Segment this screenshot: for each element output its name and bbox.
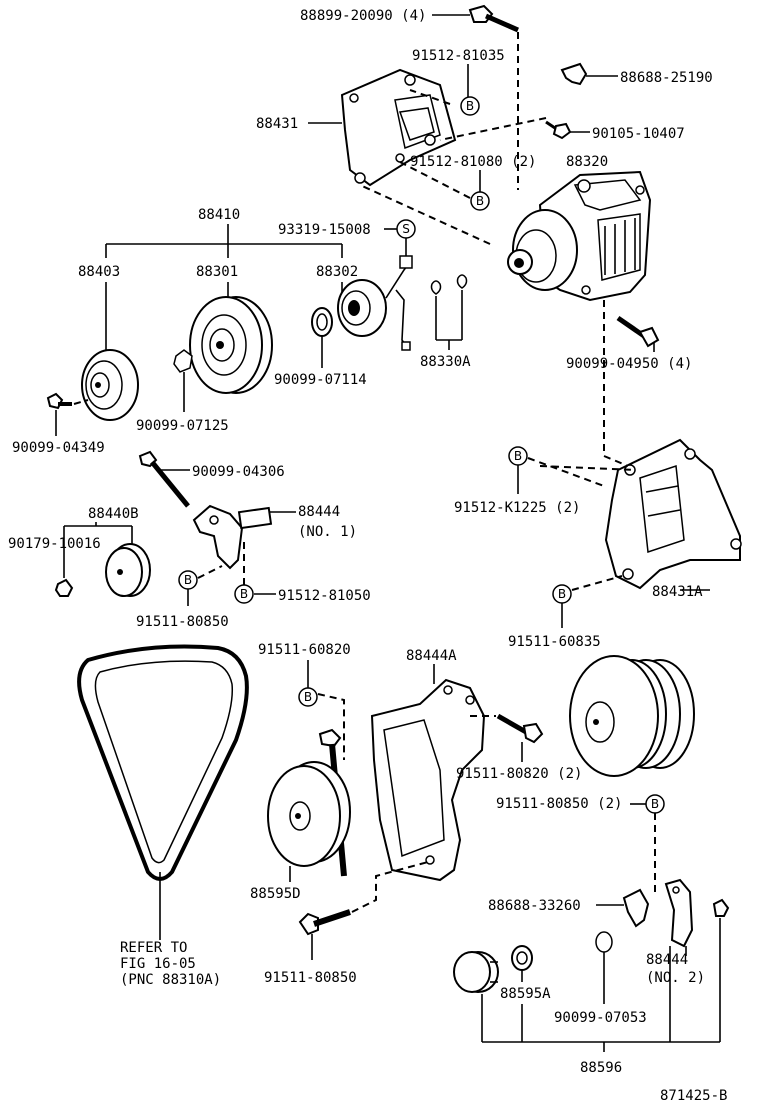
label-88320: 88320 — [566, 154, 608, 170]
bolt-90099-04349 — [46, 392, 72, 410]
label-91511-60835: 91511-60835 — [508, 634, 601, 650]
clip-88688-33260 — [622, 888, 650, 928]
pulley-88595D — [267, 761, 351, 867]
label-91512-K1225: 91512-K1225 (2) — [454, 500, 580, 516]
pulley-88301 — [189, 296, 273, 394]
tag-b-6: B — [552, 584, 572, 604]
bolt-90099-04950 — [616, 315, 660, 348]
bracket-88431A — [604, 438, 742, 590]
label-91511-80850-2: 91511-80850 (2) — [496, 796, 622, 812]
label-90179-10016: 90179-10016 — [8, 536, 101, 552]
label-90099-07053: 90099-07053 — [554, 1010, 647, 1026]
bolt-88899-20090 — [468, 4, 520, 33]
bracket-88431 — [340, 68, 457, 187]
snap-ring-90099-07125 — [173, 349, 193, 373]
label-88431: 88431 — [256, 116, 298, 132]
label-90105-10407: 90105-10407 — [592, 126, 685, 142]
field-coil-88302 — [337, 255, 413, 351]
label-91511-80850-a: 91511-80850 — [136, 614, 229, 630]
svg-text:B: B — [514, 449, 522, 463]
label-91511-80820: 91511-80820 (2) — [456, 766, 582, 782]
label-88596: 88596 — [580, 1060, 622, 1076]
label-88403: 88403 — [78, 264, 120, 280]
clip-88688-25190 — [560, 62, 588, 86]
idler-88440B — [105, 543, 151, 597]
svg-text:B: B — [240, 587, 248, 601]
arm-88444-no2 — [664, 878, 694, 948]
figure-number: 871425-B — [660, 1088, 727, 1104]
label-90099-07125: 90099-07125 — [136, 418, 229, 434]
refer-line-3: (PNC 88310A) — [120, 972, 221, 988]
hub-88403 — [81, 349, 139, 421]
idler-pulley-88596 — [453, 951, 499, 993]
label-90099-04950: 90099-04950 (4) — [566, 356, 692, 372]
label-88444-no1: (NO. 1) — [298, 524, 357, 540]
label-90099-04349: 90099-04349 — [12, 440, 105, 456]
tag-b-1: B — [460, 96, 480, 116]
bolt-90105-10407 — [545, 120, 572, 140]
svg-text:B: B — [476, 194, 484, 208]
label-91512-81050: 91512-81050 — [278, 588, 371, 604]
tag-b-4: B — [234, 584, 254, 604]
bolt-91511-80850-lower — [298, 909, 351, 936]
bearing-88595A — [511, 945, 533, 971]
label-88688-33260: 88688-33260 — [488, 898, 581, 914]
tag-b-7: B — [298, 687, 318, 707]
tag-s: S — [396, 219, 416, 239]
tag-b-8: B — [645, 794, 665, 814]
washers-88330A — [430, 274, 468, 295]
v-belt — [77, 644, 249, 881]
tag-b-2: B — [470, 191, 490, 211]
label-88444A: 88444A — [406, 648, 457, 664]
label-93319-15008: 93319-15008 — [278, 222, 371, 238]
nut-90179-10016 — [54, 578, 74, 597]
label-88440B: 88440B — [88, 506, 139, 522]
label-88301: 88301 — [196, 264, 238, 280]
bolt-91511-80820 — [496, 713, 544, 744]
refer-line-1: REFER TO — [120, 940, 187, 956]
label-88595A: 88595A — [500, 986, 551, 1002]
arm-88444-no1 — [192, 504, 273, 570]
label-91511-80850-b: 91511-80850 — [264, 970, 357, 986]
snap-ring-90099-07053 — [595, 931, 613, 953]
compressor-88320 — [507, 170, 652, 302]
snap-ring-90099-07114 — [311, 307, 333, 337]
label-91511-60820: 91511-60820 — [258, 642, 351, 658]
nut-88444-no2 — [712, 898, 730, 917]
tag-b-5: B — [508, 446, 528, 466]
svg-text:B: B — [466, 99, 474, 113]
refer-line-2: FIG 16-05 — [120, 956, 196, 972]
label-91512-81080: 91512-81080 (2) — [410, 154, 536, 170]
label-88410: 88410 — [198, 207, 240, 223]
label-88431A: 88431A — [652, 584, 703, 600]
label-88899-20090: 88899-20090 (4) — [300, 8, 426, 24]
tag-b-3: B — [178, 570, 198, 590]
svg-text:B: B — [184, 573, 192, 587]
svg-text:S: S — [402, 222, 410, 236]
label-88688-25190: 88688-25190 — [620, 70, 713, 86]
label-88330A: 88330A — [420, 354, 471, 370]
label-88444-no2: (NO. 2) — [646, 970, 705, 986]
bracket-88444A — [370, 678, 486, 882]
pulley-multi-groove — [569, 655, 695, 777]
label-88595D: 88595D — [250, 886, 301, 902]
svg-text:B: B — [304, 690, 312, 704]
bolt-90099-04306 — [138, 450, 190, 508]
svg-text:B: B — [651, 797, 659, 811]
label-88444: 88444 — [298, 504, 340, 520]
label-91512-81035: 91512-81035 — [412, 48, 505, 64]
label-88302: 88302 — [316, 264, 358, 280]
label-90099-04306: 90099-04306 — [192, 464, 285, 480]
label-88444-b: 88444 — [646, 952, 688, 968]
label-90099-07114: 90099-07114 — [274, 372, 367, 388]
svg-text:B: B — [558, 587, 566, 601]
